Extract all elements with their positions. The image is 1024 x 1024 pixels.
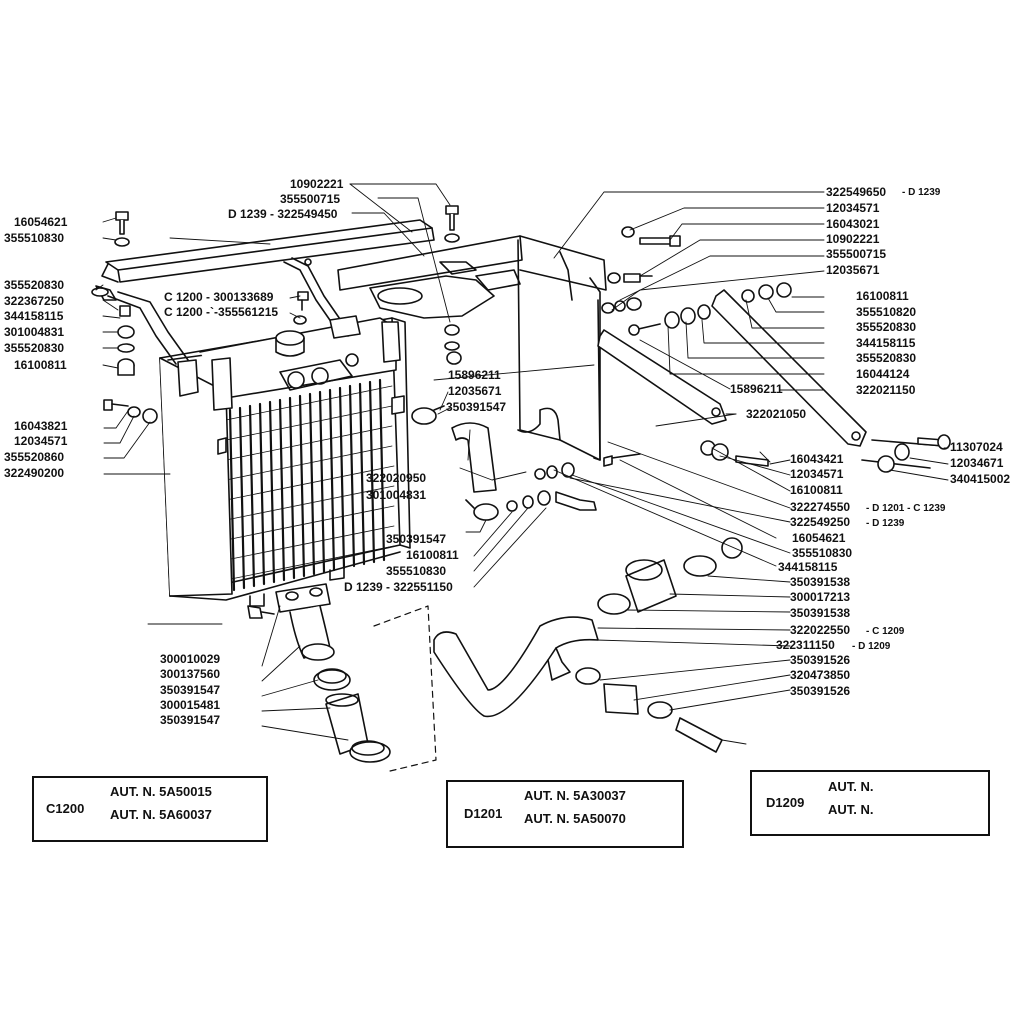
part-label: 355510830: [792, 546, 853, 560]
part-label: 15896211: [730, 382, 783, 396]
part-label: 355510820: [856, 305, 917, 319]
part-label: 355520830: [4, 341, 65, 355]
part-label: - C 1209: [866, 626, 905, 637]
part-label: 344158115: [4, 309, 64, 323]
part-label: 355520860: [4, 450, 65, 464]
part-label: 355510830: [386, 564, 447, 578]
part-label: 301004831: [4, 325, 65, 339]
model-aut-1: AUT. N. 5A30037: [524, 788, 626, 803]
part-label: - D 1239: [902, 187, 941, 198]
model-aut-2: AUT. N. 5A60037: [110, 807, 212, 822]
part-label: 322490200: [4, 466, 65, 480]
part-label: 350391547: [386, 532, 447, 546]
part-label: 11307024: [950, 440, 1003, 454]
part-label: 12035671: [448, 384, 502, 398]
part-label: 300137560: [160, 667, 221, 681]
part-label: 355520830: [856, 320, 917, 334]
leader-lines: [95, 183, 949, 745]
part-label: 322022550: [790, 623, 851, 637]
part-label: 16044124: [856, 367, 910, 381]
right-bracket: [337, 235, 613, 466]
part-label: 322021150: [856, 383, 916, 397]
hardware: [91, 205, 951, 512]
part-label: 355500715: [826, 247, 887, 261]
part-label: 16043021: [826, 217, 880, 231]
part-label: 12034571: [14, 434, 68, 448]
part-label: 322311150: [776, 638, 835, 652]
part-label: 16100811: [406, 548, 459, 562]
part-label: 355500715: [280, 192, 341, 206]
part-label: - D 1201 - C 1239: [866, 503, 946, 514]
part-label: 12034571: [826, 201, 880, 215]
part-label: 350391547: [446, 400, 507, 414]
part-label: D 1239 - 322549450: [228, 207, 338, 221]
part-label: D 1239 - 322551150: [344, 580, 453, 594]
part-label: 16100811: [790, 483, 843, 497]
model-box-c1200: C1200 AUT. N. 5A50015 AUT. N. 5A60037: [32, 776, 268, 842]
part-label: 16054621: [14, 215, 68, 229]
part-label: 15896211: [448, 368, 501, 382]
top-support-bar: [95, 219, 435, 365]
part-label: 16100811: [14, 358, 67, 372]
model-aut-1: AUT. N.: [828, 779, 874, 794]
model-code: C1200: [46, 801, 85, 816]
model-code: D1209: [766, 795, 805, 810]
part-label: 350391547: [160, 683, 221, 697]
model-aut-2: AUT. N.: [828, 802, 874, 817]
part-label: 322549250: [790, 515, 851, 529]
part-label: 322020950: [366, 471, 427, 485]
part-label: 322549650: [826, 185, 887, 199]
model-aut-2: AUT. N. 5A50070: [524, 811, 626, 826]
part-label: 355520830: [4, 278, 65, 292]
part-label: 12034671: [950, 456, 1004, 470]
part-label: 300015481: [160, 698, 221, 712]
part-label: 350391526: [790, 653, 851, 667]
part-label: 322021050: [746, 407, 807, 421]
part-label: 344158115: [856, 336, 916, 350]
model-box-d1201: D1201 AUT. N. 5A30037 AUT. N. 5A50070: [446, 780, 684, 848]
part-label: - D 1239: [866, 518, 905, 529]
part-label: 322367250: [4, 294, 65, 308]
hoses: [247, 405, 743, 773]
part-label: 16043821: [14, 419, 68, 433]
part-label: 355520830: [856, 351, 917, 365]
part-label: 12034571: [790, 467, 844, 481]
part-label: 16043421: [790, 452, 844, 466]
part-label: C 1200 - 300133689: [164, 290, 274, 304]
radiator-core: [159, 317, 411, 607]
part-label: 300017213: [790, 590, 851, 604]
part-label: 320473850: [790, 668, 851, 682]
part-label: C 1200 -`-355561215: [164, 305, 279, 319]
part-label: 301004831: [366, 488, 427, 502]
part-label: 16054621: [792, 531, 846, 545]
part-label: 350391538: [790, 575, 851, 589]
part-label: 16100811: [856, 289, 909, 303]
part-label: 344158115: [778, 560, 838, 574]
model-box-d1209: D1209 AUT. N. AUT. N.: [750, 770, 990, 836]
part-label: 300010029: [160, 652, 221, 666]
part-label: 350391547: [160, 713, 221, 727]
part-label: 10902221: [290, 177, 344, 191]
model-code: D1201: [464, 806, 503, 821]
part-label: 10902221: [826, 232, 880, 246]
part-label: 350391538: [790, 606, 851, 620]
part-label: 355510830: [4, 231, 65, 245]
part-label: 350391526: [790, 684, 851, 698]
part-label: 322274550: [790, 500, 851, 514]
part-label: 12035671: [826, 263, 880, 277]
part-label: 340415002: [950, 472, 1011, 486]
part-label: - D 1209: [852, 641, 891, 652]
stay-rods: [597, 289, 945, 469]
model-aut-1: AUT. N. 5A50015: [110, 784, 212, 799]
